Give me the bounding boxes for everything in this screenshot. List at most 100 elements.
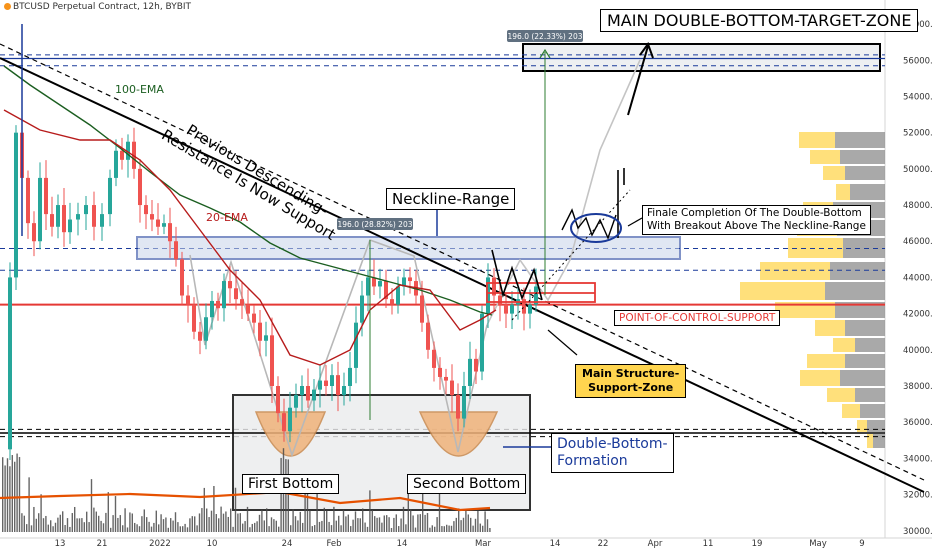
volume-profile-bar xyxy=(845,166,885,180)
candle-body xyxy=(360,295,364,323)
candle-body xyxy=(192,304,196,332)
volume-bar xyxy=(124,508,126,532)
volume-bar xyxy=(450,525,453,532)
volume-bar xyxy=(35,518,37,532)
volume-bar xyxy=(424,514,426,532)
volume-bar xyxy=(388,517,390,532)
volume-bar xyxy=(381,522,383,532)
volume-bar xyxy=(225,511,227,532)
volume-bar xyxy=(383,515,385,532)
volume-bar xyxy=(165,517,167,532)
volume-bar xyxy=(203,487,205,532)
time-tick-label: May xyxy=(809,539,827,549)
poc-label: POINT-OF-CONTROL-SUPPORT xyxy=(614,310,781,326)
candle-body xyxy=(144,205,148,215)
volume-bar xyxy=(323,507,325,532)
volume-bar xyxy=(26,524,28,532)
volume-bar xyxy=(40,494,42,532)
volume-bar xyxy=(275,520,277,532)
volume-profile-bar xyxy=(840,370,885,386)
volume-bar xyxy=(107,492,109,532)
candle-body xyxy=(456,395,460,419)
volume-profile-bar xyxy=(835,132,885,148)
volume-profile-bar xyxy=(775,302,835,318)
candle-body xyxy=(62,205,66,233)
volume-bar xyxy=(30,525,33,532)
candle-body xyxy=(312,389,316,401)
volume-bar xyxy=(158,524,160,532)
volume-bar xyxy=(222,513,225,532)
candle-body xyxy=(366,277,370,296)
volume-bar xyxy=(378,517,381,532)
second-bottom-bowl xyxy=(418,411,499,457)
volume-bar xyxy=(244,521,246,532)
volume-profile-bar xyxy=(825,282,885,300)
candle-body xyxy=(504,304,508,314)
time-tick-label: 24 xyxy=(282,539,293,549)
volume-bar xyxy=(170,518,172,532)
volume-bar xyxy=(482,525,484,532)
volume-bar xyxy=(2,457,4,532)
volume-bar xyxy=(352,519,354,532)
volume-bar xyxy=(326,510,328,532)
candle-body xyxy=(378,281,382,287)
ema20-line xyxy=(3,109,497,366)
volume-bar xyxy=(122,525,124,532)
candle-body xyxy=(108,177,112,215)
volume-bar xyxy=(465,510,467,532)
volume-bar xyxy=(98,515,100,532)
price-tick-label: 46000.0 xyxy=(903,237,932,247)
volume-bar xyxy=(249,527,251,532)
volume-bar xyxy=(182,526,184,532)
volume-bar xyxy=(330,525,333,532)
measure-tag-text: 10196.0 (28.82%) 20392 xyxy=(328,220,422,229)
volume-bar xyxy=(311,526,313,532)
candle-body xyxy=(204,317,208,341)
volume-bar xyxy=(126,527,129,532)
volume-bar xyxy=(57,517,59,532)
volume-bar xyxy=(479,523,481,532)
volume-bar xyxy=(306,489,309,532)
volume-bar xyxy=(261,509,263,532)
volume-bar xyxy=(117,517,119,532)
finale-pointer xyxy=(627,217,643,227)
candle-body xyxy=(32,223,36,242)
volume-bar xyxy=(294,516,297,532)
price-tick-label: 50000.0 xyxy=(903,165,932,175)
volume-bar xyxy=(232,526,234,532)
measure-arrow-upper xyxy=(539,48,551,59)
volume-bar xyxy=(455,517,457,532)
volume-bar xyxy=(366,526,369,532)
volume-bar xyxy=(177,522,179,532)
volume-bar xyxy=(59,514,61,532)
time-tick-label: 10 xyxy=(207,539,218,549)
volume-bar xyxy=(266,508,268,532)
volume-bar xyxy=(198,513,201,532)
volume-bar xyxy=(102,523,105,532)
volume-bar xyxy=(242,523,244,532)
volume-bar xyxy=(321,520,323,532)
candle-body xyxy=(420,295,424,323)
volume-bar xyxy=(174,512,177,532)
descending-resistance-line xyxy=(0,57,925,493)
projection-path-black xyxy=(491,249,543,301)
volume-bar xyxy=(210,510,213,532)
candle-body xyxy=(348,367,352,386)
volume-bar xyxy=(268,526,270,532)
volume-profile-bar xyxy=(807,354,845,368)
volume-bar xyxy=(119,515,121,532)
volume-profile-bar xyxy=(836,184,850,200)
volume-profile-bar xyxy=(850,184,885,200)
volume-bar xyxy=(333,506,335,532)
volume-profile-bar xyxy=(835,302,885,318)
candle-body xyxy=(318,380,322,390)
volume-bar xyxy=(52,526,54,532)
volume-bar xyxy=(474,518,477,532)
volume-bar xyxy=(285,459,287,532)
candle-body xyxy=(276,386,280,414)
volume-bar xyxy=(302,522,304,532)
volume-bar xyxy=(287,459,289,532)
volume-profile-bar xyxy=(840,150,885,164)
volume-bar xyxy=(362,508,364,532)
